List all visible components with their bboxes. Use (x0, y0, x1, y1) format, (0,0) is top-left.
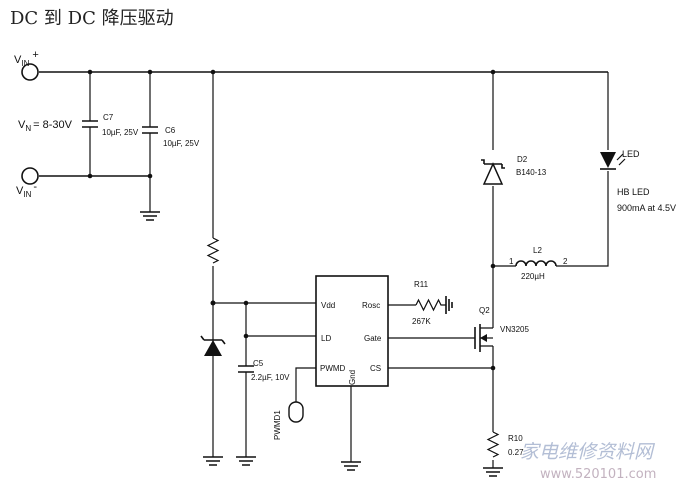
q2-value: VN3205 (500, 325, 529, 334)
resistor-r10 (483, 431, 503, 477)
l2-pin2: 2 (563, 257, 568, 266)
driver-ic (315, 275, 389, 387)
vin-minus-label: VIN- (16, 181, 37, 199)
capacitor-c5 (238, 300, 316, 457)
ic-pin-ld: LD (321, 334, 331, 343)
capacitor-c7 (82, 69, 98, 179)
c5-value: 2.2µF, 10V (251, 373, 290, 382)
r11-value: 267K (412, 317, 431, 326)
ic-ground (341, 386, 361, 471)
ic-pin-gnd: Gnd (348, 370, 357, 385)
l2-value: 220µH (521, 272, 545, 281)
schottky-diode-d2 (481, 159, 505, 185)
watermark-url: www.520101.com (540, 467, 656, 482)
mosfet-q2 (474, 324, 496, 371)
vin-plus-label: VIN+ (14, 49, 39, 68)
resistor-r11 (388, 296, 453, 314)
pwmd1-label: PWMD1 (273, 410, 282, 440)
r10-name: R10 (508, 434, 523, 443)
ic-pin-cs: CS (370, 364, 381, 373)
c6-value: 10µF, 25V (163, 139, 200, 148)
watermark-text: 家电维修资料网 (520, 441, 656, 463)
ic-pin-vdd: Vdd (321, 301, 335, 310)
d2-name: D2 (517, 155, 528, 164)
ic-pin-gate: Gate (364, 334, 382, 343)
capacitor-c6 (142, 69, 158, 212)
q2-name: Q2 (479, 306, 490, 315)
inductor-l2 (493, 171, 609, 267)
l2-name: L2 (533, 246, 542, 255)
hb-led-label: HB LED (617, 187, 650, 197)
c7-value: 10µF, 25V (102, 128, 139, 137)
resistor-vdd (206, 69, 220, 457)
d2-value: B140-13 (516, 168, 547, 177)
zener-diode (200, 335, 226, 356)
vn-range-label: VN= 8-30V (18, 119, 73, 133)
hb-led (600, 72, 626, 170)
ground-symbol-zener (203, 456, 223, 466)
ground-symbol-c5 (236, 456, 256, 466)
page-title: DC 到 DC 降压驱动 (10, 8, 174, 29)
ic-pin-pwmd: PWMD (320, 364, 346, 373)
c5-name: C5 (253, 359, 264, 368)
pwmd-input (288, 367, 316, 423)
c6-name: C6 (165, 126, 176, 135)
ground-symbol-c6 (140, 211, 160, 221)
led-label: LED (622, 149, 640, 159)
l2-pin1: 1 (509, 257, 514, 266)
c7-name: C7 (103, 113, 114, 122)
r11-name: R11 (414, 280, 429, 289)
vin-minus-terminal (21, 167, 39, 185)
vin-plus-terminal (21, 63, 39, 81)
r10-value: 0.27 (508, 448, 524, 457)
ic-pin-rosc: Rosc (362, 301, 380, 310)
led-spec-label: 900mA at 4.5V (617, 203, 676, 213)
